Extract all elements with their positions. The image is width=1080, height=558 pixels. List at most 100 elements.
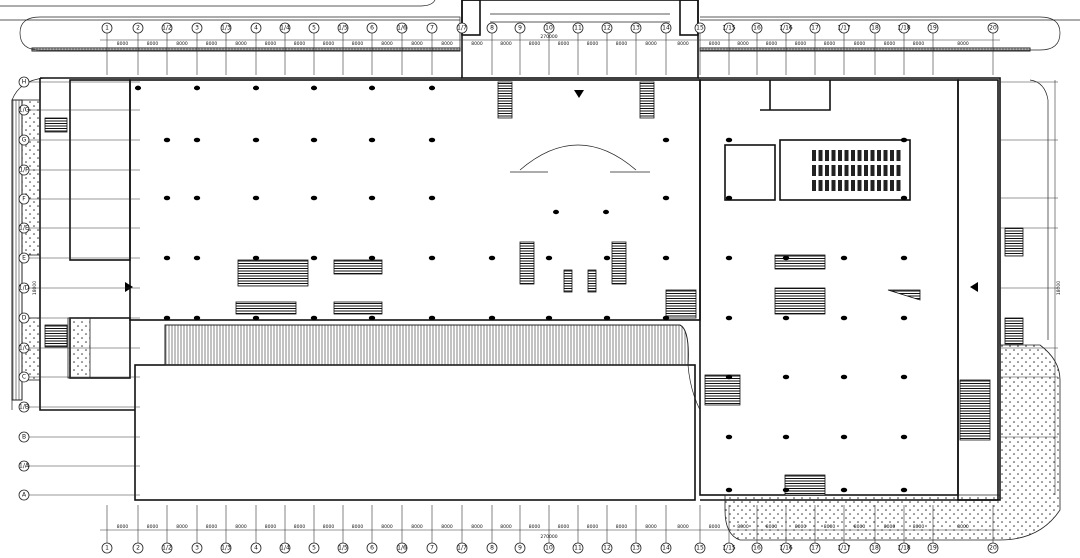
entrance-arrow-icon — [574, 90, 584, 98]
bottom-axis-bubble — [987, 542, 999, 554]
bottom-axis-label: 6 — [370, 545, 374, 552]
column — [662, 315, 670, 321]
top-axis-bubble — [220, 22, 232, 34]
top-axis-bubble — [337, 22, 349, 34]
left-axis-bubble — [18, 222, 30, 234]
column — [725, 195, 733, 201]
top-axis-bubble — [279, 22, 291, 34]
left-axis-label: H — [22, 79, 27, 86]
column — [782, 487, 790, 493]
top-axis-bubble — [572, 22, 584, 34]
column — [428, 137, 436, 143]
column — [900, 315, 908, 321]
right-span-dimension: 18000 — [1056, 281, 1062, 295]
dimension-label: 8000 — [265, 41, 277, 47]
column — [193, 195, 201, 201]
seat — [870, 150, 875, 161]
bottom-axis-bubble — [366, 542, 378, 554]
top-axis-bubble — [987, 22, 999, 34]
column — [193, 315, 201, 321]
seat — [851, 150, 855, 161]
dimension-label: 8000 — [913, 41, 925, 47]
bottom-axis-label: 8 — [490, 545, 494, 552]
left-axis-label: C — [22, 374, 26, 381]
seat — [844, 180, 849, 191]
top-axis-bubble — [838, 22, 850, 34]
left-axis-bubble — [18, 252, 30, 264]
bottom-axis-bubble — [927, 542, 939, 554]
dimension-label: 8000 — [737, 524, 749, 530]
bottom-axis-label: 14 — [662, 545, 670, 552]
column — [163, 137, 171, 143]
bottom-axis-bubble — [869, 542, 881, 554]
building-walls — [39, 77, 1001, 501]
column — [252, 195, 260, 201]
column — [368, 195, 376, 201]
bottom-axis-label: 11 — [574, 545, 582, 552]
column — [488, 315, 496, 321]
left-axis-bubble — [18, 431, 30, 443]
top-axis-bubble — [366, 22, 378, 34]
top-axis-bubble — [514, 22, 526, 34]
dimension-label: 8000 — [500, 524, 512, 530]
bottom-axis-label: 1 — [105, 545, 109, 552]
bottom-axis-bubble — [780, 542, 792, 554]
column — [545, 255, 553, 261]
dimension-label: 8000 — [323, 524, 335, 530]
seat — [812, 150, 816, 161]
top-axis-label: 15 — [696, 25, 704, 32]
top-axis-label: 3 — [195, 25, 199, 32]
column — [135, 85, 141, 91]
top-axis-bubble — [927, 22, 939, 34]
seat — [857, 180, 862, 191]
left-axis-label: 1/F — [19, 167, 29, 174]
dimension-label: 8000 — [709, 524, 721, 530]
column — [725, 255, 733, 261]
top-axis-label: 12 — [603, 25, 611, 32]
seat — [883, 180, 888, 191]
dimension-label: 8000 — [766, 524, 778, 530]
grid-axes: 18000280001/28000380001/38000480001/4800… — [18, 22, 1062, 554]
arrow-left-entrance-icon — [125, 282, 133, 292]
bottom-axis-bubble — [514, 542, 526, 554]
column — [193, 255, 201, 261]
column — [782, 255, 790, 261]
seat — [896, 150, 901, 161]
dimension-label: 8000 — [471, 524, 483, 530]
column — [782, 434, 790, 440]
left-axis-bubble — [18, 312, 30, 324]
dimension-label: 8000 — [616, 524, 628, 530]
column — [163, 195, 171, 201]
dimension-label: 8000 — [294, 41, 306, 47]
top-axis-label: 1/17 — [837, 25, 851, 32]
left-axis-bubble — [18, 164, 30, 176]
column — [253, 85, 259, 91]
dimension-label: 8000 — [529, 41, 541, 47]
column — [782, 315, 790, 321]
column — [662, 255, 670, 261]
top-axis-label: 1/18 — [897, 25, 911, 32]
bottom-axis-label: 12 — [603, 545, 611, 552]
bottom-axis-bubble — [543, 542, 555, 554]
total-dimension-top: 270000 — [540, 34, 557, 40]
bottom-axis-bubble — [809, 542, 821, 554]
dimension-label: 8000 — [147, 524, 159, 530]
seat — [838, 150, 842, 161]
column — [725, 487, 733, 493]
bottom-axis-label: 1/2 — [162, 545, 172, 552]
dimension-label: 8000 — [824, 524, 836, 530]
bottom-axis-bubble — [572, 542, 584, 554]
column — [840, 434, 848, 440]
dimension-label: 8000 — [558, 41, 570, 47]
bottom-axis-bubble — [898, 542, 910, 554]
column — [310, 195, 318, 201]
bottom-axis-bubble — [838, 542, 850, 554]
dimension-label: 8000 — [265, 524, 277, 530]
left-axis-label: 1/D — [19, 285, 30, 292]
seat — [838, 180, 842, 191]
dimension-label: 8000 — [176, 41, 188, 47]
bottom-axis-label: 16 — [753, 545, 761, 552]
dimension-label: 8000 — [766, 41, 778, 47]
bottom-axis-label: 1/6 — [397, 545, 407, 552]
seat — [877, 150, 881, 161]
